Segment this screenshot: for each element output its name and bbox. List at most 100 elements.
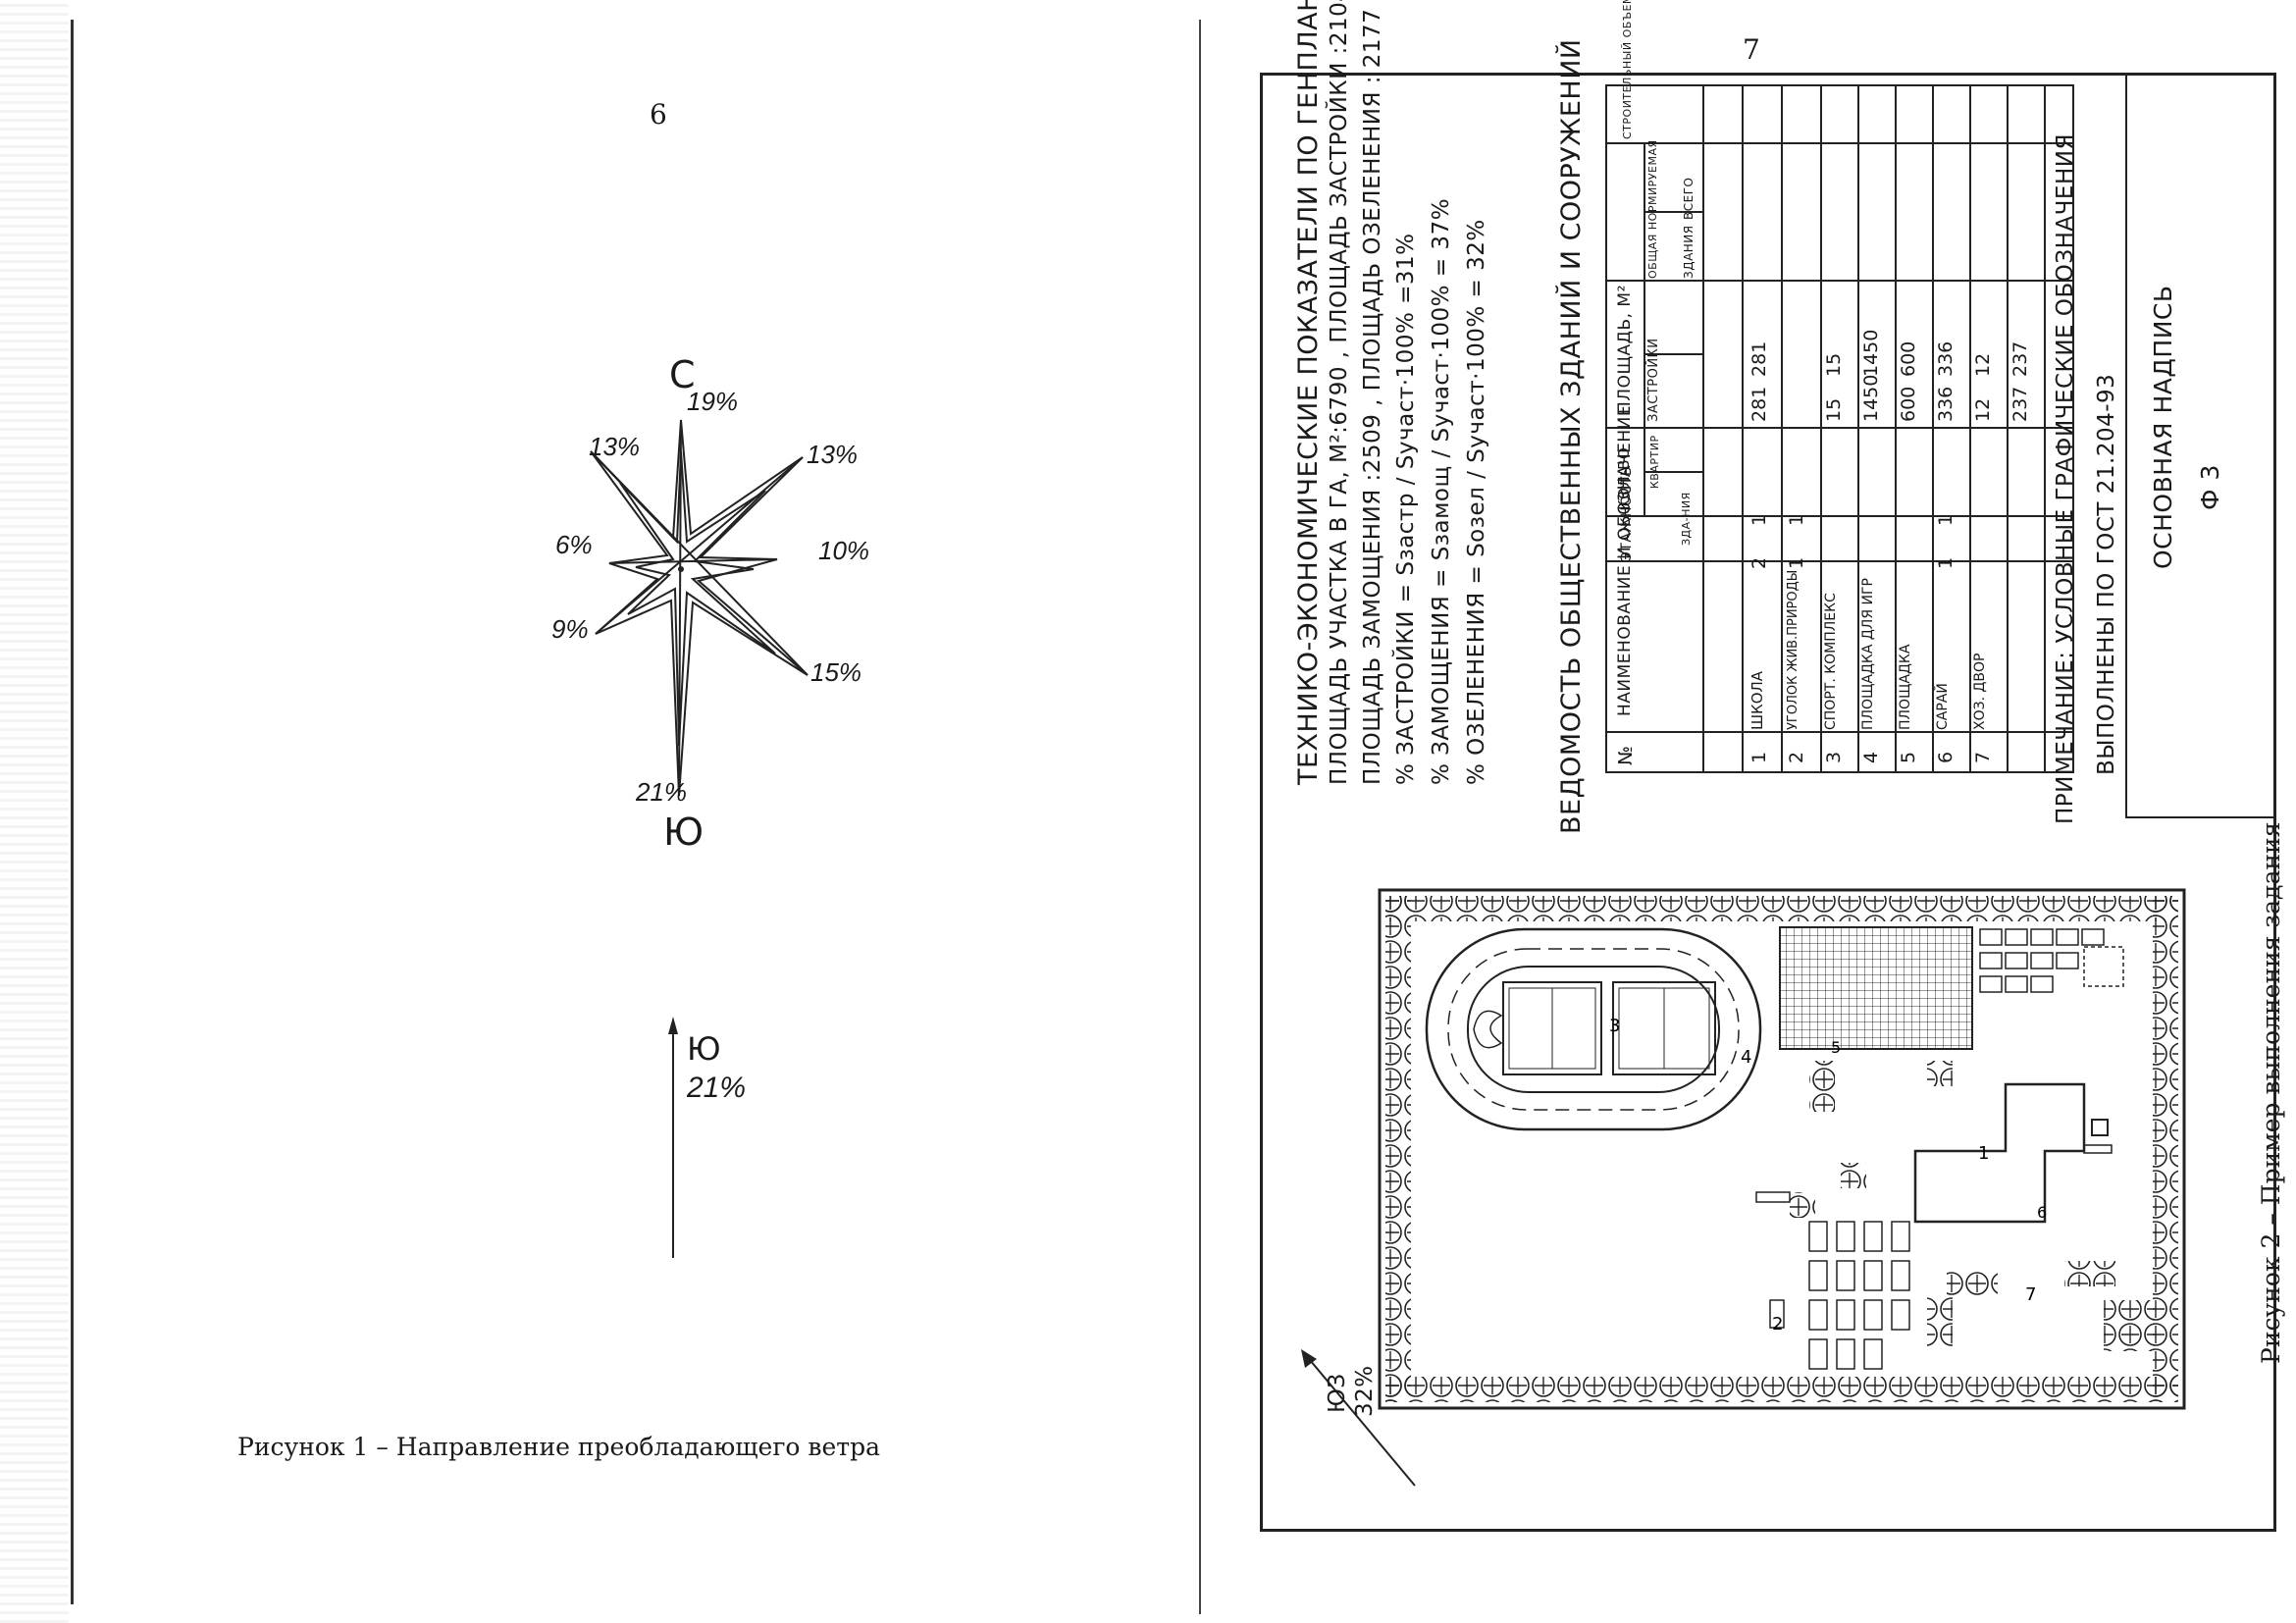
stamp-format: Ф 3	[2196, 464, 2224, 510]
table-header-area-build: ЗАСТРОЙКИ	[1646, 338, 1661, 423]
tree-row-left	[1385, 896, 1411, 1402]
row-2-floors: 1	[1786, 556, 1807, 569]
tep-line-3: % ЗАСТРОЙКИ = Sзастр / Sучаст·100% =31%	[1393, 233, 1419, 785]
row-2-name: УГОЛОК ЖИВ.ПРИРОДЫ	[1786, 569, 1800, 730]
row-1-count: 1	[1748, 513, 1770, 526]
drawing-frame	[1260, 73, 2276, 1532]
table-header-volume: СТРОИТЕЛЬНЫЙ ОБЪЕМ, М³	[1621, 0, 1634, 139]
site-wind-percent: 32%	[1352, 1365, 1378, 1417]
shed	[2091, 1119, 2109, 1136]
row-5-bld: 600	[1898, 386, 1919, 422]
row-1-all: 281	[1748, 340, 1770, 377]
wind-rose-sw-pct: 9%	[551, 614, 589, 644]
parking-blocks	[1808, 928, 2105, 1370]
buildings-table	[1605, 84, 2074, 773]
row-1-num: 1	[1748, 751, 1770, 763]
note-line-2: ВЫПОЛНЕНЫ ПО ГОСТ 21.204-93	[2094, 373, 2119, 775]
tree-row-right	[2153, 896, 2178, 1402]
tep-line-5: % ОЗЕЛЕНЕНИЯ = Sозел / Sучаст·100% = 32%	[1464, 219, 1489, 785]
school-building	[1913, 1082, 2086, 1224]
wind-rose-se-pct: 15%	[810, 657, 862, 687]
row-1-bld: 281	[1748, 386, 1770, 422]
stamp-title: ОСНОВНАЯ НАДПИСЬ	[2149, 285, 2177, 569]
row-6-bld: 336	[1935, 386, 1957, 422]
row-6-all: 336	[1935, 340, 1957, 377]
court-2	[1612, 981, 1716, 1075]
mesh-area	[1779, 926, 1973, 1050]
table-title: ВЕДОМОСТЬ ОБЩЕСТВЕННЫХ ЗДАНИЙ И СООРУЖЕН…	[1556, 38, 1587, 834]
row-1-floors: 2	[1748, 556, 1770, 569]
wind-rose-inner	[619, 450, 776, 747]
right-page-caption: Рисунок 2 – Пример выполнения задания	[2257, 821, 2285, 1364]
wind-rose-north-label: С	[669, 353, 696, 396]
row-6-floors: 1	[1935, 556, 1957, 569]
wind-rose-w-pct: 6%	[555, 530, 593, 559]
row-3-num: 3	[1823, 751, 1845, 763]
table-header-count-bld: ЗДА-НИЯ	[1680, 492, 1693, 546]
site-boundary	[1378, 888, 2186, 1410]
row-4-bld: 1450	[1860, 374, 1882, 422]
left-page-number: 6	[650, 98, 667, 131]
wind-rose-e-pct: 10%	[818, 536, 870, 565]
row-3-name: СПОРТ. КОМПЛЕКС	[1823, 593, 1839, 730]
tep-line-1: ПЛОЩАДЬ УЧАСТКА В ГА, М²:6790 , ПЛОЩАДЬ …	[1327, 0, 1352, 785]
table-header-count-apt: КВАРТИР	[1648, 435, 1661, 489]
plan-label-7: 7	[2025, 1284, 2036, 1305]
wind-rose-n-pct: 19%	[687, 387, 739, 416]
row-1-name: ШКОЛА	[1748, 670, 1766, 730]
plan-label-6: 6	[2037, 1203, 2047, 1222]
row-2-count: 1	[1786, 513, 1807, 526]
wind-rose-south-label: Ю	[663, 811, 704, 854]
scan-noise-strip	[0, 0, 69, 1623]
row-6-num: 6	[1935, 751, 1957, 763]
wind-rose-s-pct: 21%	[636, 777, 688, 807]
plan-label-5: 5	[1831, 1038, 1841, 1057]
row-5-num: 5	[1898, 751, 1919, 763]
plan-label-1: 1	[1978, 1143, 1989, 1164]
plan-label-4: 4	[1741, 1047, 1751, 1068]
table-header-num: №	[1615, 745, 1637, 765]
tep-line-4: % ЗАМОЩЕНИЯ = Sзамощ / Sучаст·100% = 37%	[1429, 197, 1454, 785]
row-3-all: 15	[1823, 352, 1845, 377]
wind-rose-center	[678, 566, 684, 572]
wind-rose-outline	[590, 419, 809, 797]
prevailing-wind-arrow	[668, 1017, 678, 1258]
wind-rose-ne-pct: 13%	[807, 440, 859, 469]
tep-title: ТЕХНИКО-ЭКОНОМИЧЕСКИЕ ПОКАЗАТЕЛИ ПО ГЕНП…	[1293, 0, 1324, 785]
wind-rose	[590, 419, 809, 797]
left-page-caption: Рисунок 1 – Направление преобладающего в…	[237, 1433, 881, 1461]
table-header-area: ПЛОЩАДЬ, М²	[1615, 285, 1635, 414]
plan-label-3: 3	[1609, 1016, 1620, 1036]
table-header-all: ВСЕГО	[1682, 177, 1696, 220]
row-8-bld: 237	[2009, 386, 2031, 422]
row-4-all: 1450	[1860, 329, 1882, 377]
site-wind-direction: ЮЗ	[1325, 1373, 1350, 1413]
table-header-count: КОЛ-ВО	[1615, 446, 1633, 510]
title-block	[2125, 73, 2276, 818]
wind-rose-nw-pct: 13%	[589, 432, 641, 461]
row-4-num: 4	[1860, 751, 1882, 763]
row-7-all: 12	[1972, 352, 1994, 377]
prevailing-wind-percent: 21%	[687, 1072, 747, 1104]
page-fold-line	[1199, 20, 1201, 1614]
row-6-name: САРАЙ	[1935, 683, 1951, 730]
table-header-bld: ЗДАНИЯ	[1682, 225, 1696, 279]
row-7-name: ХОЗ. ДВОР	[1972, 653, 1988, 731]
court-1	[1502, 981, 1602, 1075]
row-7-num: 7	[1972, 751, 1994, 763]
row-6-count: 1	[1935, 513, 1957, 526]
row-8-all: 237	[2009, 340, 2031, 377]
prevailing-wind-direction: Ю	[687, 1030, 721, 1068]
note-line-1: ПРИМЕЧАНИЕ: УСЛОВНЫЕ ГРАФИЧЕСКИЕ ОБОЗНАЧ…	[2053, 133, 2078, 824]
tree-row-bottom	[1385, 1377, 2178, 1402]
plan-label-2: 2	[1772, 1314, 1783, 1335]
row-4-name: ПЛОЩАДКА ДЛЯ ИГР	[1860, 578, 1876, 730]
right-page-number: 7	[1743, 33, 1760, 66]
tree-row-top	[1385, 896, 2178, 921]
row-5-name: ПЛОЩАДКА	[1898, 644, 1913, 730]
table-header-area-norm: ОБЩАЯ НОРМИРУЕМАЯ	[1646, 139, 1659, 279]
row-2-num: 2	[1786, 751, 1807, 763]
tep-line-2: ПЛОЩАДЬ ЗАМОЩЕНИЯ :2509 , ПЛОЩАДЬ ОЗЕЛЕН…	[1360, 8, 1385, 785]
row-5-all: 600	[1898, 340, 1919, 377]
page-left-edge	[71, 20, 74, 1604]
